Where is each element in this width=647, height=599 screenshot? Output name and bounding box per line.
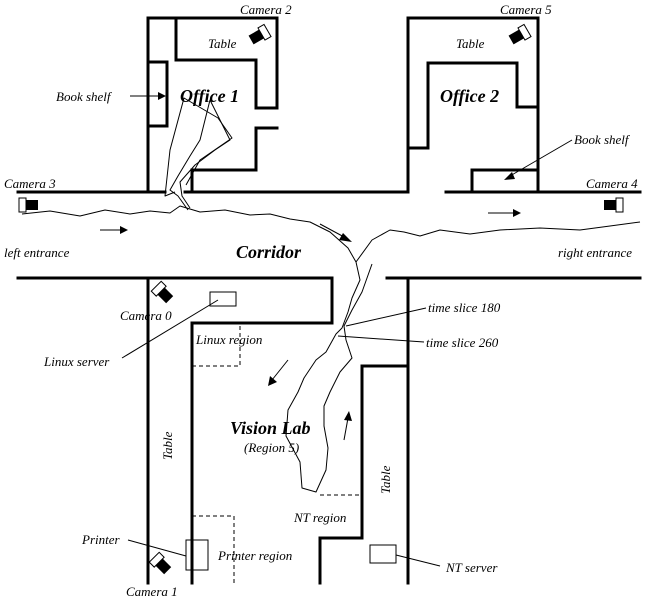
trajectory-lab-descent	[285, 261, 373, 493]
walls	[16, 16, 642, 585]
linux-region-boundary	[192, 323, 241, 367]
trajectories	[21, 97, 641, 493]
office2-table-label: Table	[456, 36, 485, 51]
office2-inner-wall	[406, 61, 540, 150]
nt-server-box	[369, 544, 397, 564]
time-slice-180-label: time slice 180	[428, 300, 501, 315]
right-entrance-label: right entrance	[558, 245, 632, 260]
office1-table-label: Table	[208, 36, 237, 51]
camera-4-icon	[604, 197, 624, 213]
camera-3-icon	[18, 197, 38, 213]
leader-printer	[127, 539, 187, 557]
leader-head-bookshelf-office1	[158, 92, 166, 100]
camera-3-label: Camera 3	[4, 176, 56, 191]
camera-0-icon	[150, 280, 174, 304]
printer-box	[185, 539, 209, 571]
leader-time-slice-180	[345, 307, 427, 327]
arrowhead-right-entrance	[513, 209, 521, 217]
camera-0-label: Camera 0	[120, 308, 172, 323]
arrowhead-lab-down	[268, 376, 277, 386]
leader-nt-server	[395, 554, 441, 567]
leader-head-bookshelf-office2	[504, 172, 515, 180]
nt-region-label: NT region	[293, 510, 346, 525]
left-entrance-label: left entrance	[4, 245, 70, 260]
leader-bookshelf-office2	[509, 139, 573, 177]
camera-1-icon	[148, 551, 172, 575]
trajectory-office1-loop	[164, 97, 233, 197]
regions	[192, 323, 362, 583]
office-1-title: Office 1	[180, 86, 239, 106]
printer-region-label: Printer region	[217, 548, 292, 563]
vision-lab-title: Vision Lab	[230, 418, 311, 438]
camera-2-label: Camera 2	[240, 2, 292, 17]
printer-region-boundary	[192, 515, 235, 583]
office1-bookshelf-wall	[146, 60, 169, 128]
arrow-lab-up	[343, 417, 349, 441]
office-2-title: Office 2	[440, 86, 499, 106]
leader-linux-server	[121, 299, 219, 359]
corridor-title: Corridor	[236, 242, 302, 262]
lab-right-table-wall	[318, 364, 410, 585]
lab-right-table-label: Table	[378, 465, 393, 494]
arrowhead-left-entrance	[120, 226, 128, 234]
vision-lab-subtitle: (Region 5)	[244, 440, 299, 455]
lab-left-table-wall	[190, 276, 334, 585]
trajectory-left-entrance	[21, 205, 357, 263]
camera-5-label: Camera 5	[500, 2, 552, 17]
office2-bookshelf-label: Book shelf	[574, 132, 631, 147]
lab-left-table-label: Table	[160, 431, 175, 460]
linux-server-box	[209, 291, 237, 307]
arrowhead-corridor	[339, 233, 352, 242]
linux-region-label: Linux region	[195, 332, 262, 347]
linux-server-label: Linux server	[43, 354, 110, 369]
office1-inner-top-wall	[174, 16, 279, 110]
office1-right-lower-wall	[190, 126, 279, 194]
office1-outer-wall	[146, 16, 279, 194]
arrowhead-lab-up	[344, 411, 352, 421]
arrows	[100, 92, 573, 567]
arrow-lab-down	[271, 359, 289, 381]
trajectory-office1	[169, 99, 231, 211]
camera-5-icon	[508, 23, 532, 45]
camera-2-icon	[248, 23, 272, 45]
camera-4-label: Camera 4	[586, 176, 638, 191]
nt-server-label: NT server	[445, 560, 498, 575]
camera-1-label: Camera 1	[126, 584, 178, 599]
leader-time-slice-260	[337, 335, 425, 343]
trajectory-right-entrance	[355, 221, 641, 263]
printer-label: Printer	[81, 532, 120, 547]
office2-outer-wall	[406, 16, 540, 194]
office2-bookshelf-wall	[470, 168, 540, 194]
time-slice-260-label: time slice 260	[426, 335, 499, 350]
office1-bookshelf-label: Book shelf	[56, 89, 113, 104]
